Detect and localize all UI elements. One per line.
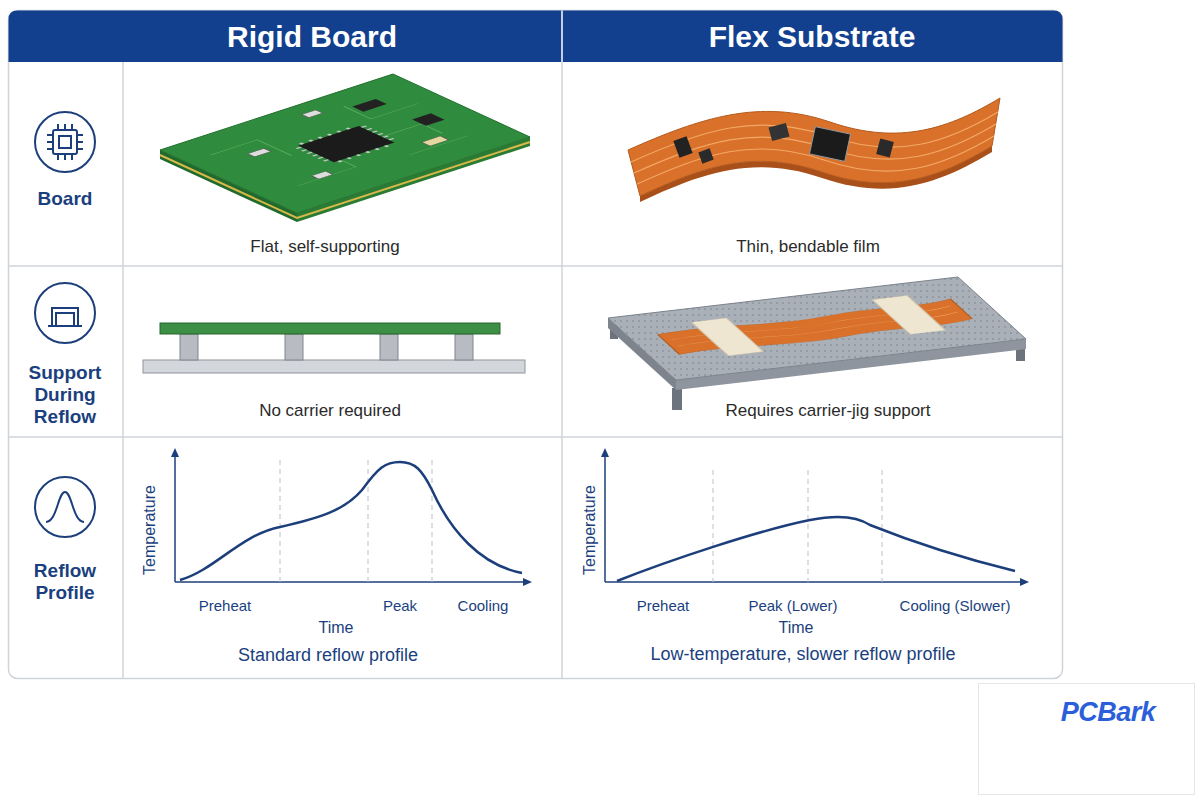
phase-label: Preheat	[608, 597, 718, 615]
chart-caption: Standard reflow profile	[128, 645, 528, 665]
smd-part	[768, 123, 789, 141]
icon-circle	[35, 477, 95, 537]
axis-label: Time	[756, 619, 836, 637]
phase-label: Cooling	[433, 597, 533, 615]
chip-icon-core	[59, 136, 71, 148]
y-axis	[604, 452, 606, 582]
header-divider	[561, 11, 563, 63]
phase-label: Preheat	[165, 597, 285, 615]
cell-caption: Thin, bendable film	[608, 237, 1008, 257]
watermark: PCBark	[1018, 697, 1198, 727]
row-header: Reflow Profile	[15, 560, 115, 604]
support-post	[455, 334, 473, 360]
jig-plate	[608, 277, 1026, 380]
chip-pins	[300, 128, 388, 162]
standard-profile-chart	[175, 452, 528, 582]
smd-part	[412, 113, 444, 125]
temperature-curve	[180, 462, 522, 580]
flex-traces	[631, 112, 998, 184]
jig-film	[648, 291, 980, 360]
row-header: Support During Reflow	[15, 362, 115, 428]
jig-leg	[672, 388, 682, 410]
chart-caption: Low-temperature, slower reflow profile	[573, 644, 1033, 664]
cell-caption: Requires carrier-jig support	[628, 401, 1028, 421]
rigid-board	[160, 74, 530, 222]
x-axis	[605, 581, 1025, 583]
flex-trace	[631, 112, 998, 162]
temperature-curve	[617, 517, 1015, 581]
phase-label: Cooling (Slower)	[875, 597, 1035, 615]
row-icons	[35, 112, 95, 537]
smd-part	[422, 136, 449, 146]
y-axis	[174, 452, 176, 582]
support-post	[380, 334, 398, 360]
chip-pins	[296, 126, 393, 161]
cell-caption: Flat, self-supporting	[125, 237, 525, 257]
axis-label: Time	[296, 619, 376, 637]
rigid-support	[143, 323, 525, 373]
axis-label: Temperature	[141, 460, 159, 600]
smd-part	[673, 136, 692, 158]
row-divider	[9, 265, 1063, 267]
board-parts	[197, 88, 479, 193]
qfp-chip	[298, 126, 394, 162]
column-header: Rigid Board	[152, 20, 472, 54]
flex-trace	[634, 124, 996, 173]
icon-circle	[35, 112, 95, 172]
phase-label: Peak (Lower)	[723, 597, 863, 615]
row-header: Board	[10, 188, 120, 210]
column-divider	[122, 62, 124, 678]
column-header: Flex Substrate	[652, 20, 972, 54]
smd-part	[312, 171, 333, 179]
cell-caption: No carrier required	[130, 401, 530, 421]
support-base	[143, 360, 525, 373]
pcb-trace	[204, 91, 479, 193]
phase-divider	[713, 470, 882, 582]
x-axis	[175, 581, 528, 583]
row-divider	[9, 436, 1063, 438]
table-frame	[9, 11, 1063, 679]
axis-label: Temperature	[581, 460, 599, 600]
flex-film	[628, 98, 1000, 196]
support-icon	[48, 308, 82, 326]
carrier-jig	[608, 277, 1026, 410]
flex-chip	[809, 127, 850, 162]
smd-part	[248, 148, 271, 156]
smd-part	[876, 138, 894, 157]
icon-circle	[35, 283, 95, 343]
flex-substrate	[628, 98, 1000, 202]
rigid-board-side	[160, 323, 500, 334]
column-divider	[561, 62, 563, 678]
smd-part	[302, 110, 323, 118]
bell-curve-icon	[46, 492, 84, 522]
board-top	[160, 74, 530, 213]
chip-icon-pins	[47, 124, 83, 160]
low-temp-profile-chart	[605, 452, 1025, 582]
support-post	[180, 334, 198, 360]
header-band	[9, 11, 1063, 63]
kapton-tape	[872, 296, 945, 335]
smd-part	[698, 148, 713, 163]
jig-holes	[608, 277, 1026, 380]
kapton-tape	[692, 318, 764, 356]
phase-label: Peak	[360, 597, 440, 615]
chip-icon	[53, 130, 77, 154]
support-post	[285, 334, 303, 360]
smd-part	[352, 99, 386, 112]
